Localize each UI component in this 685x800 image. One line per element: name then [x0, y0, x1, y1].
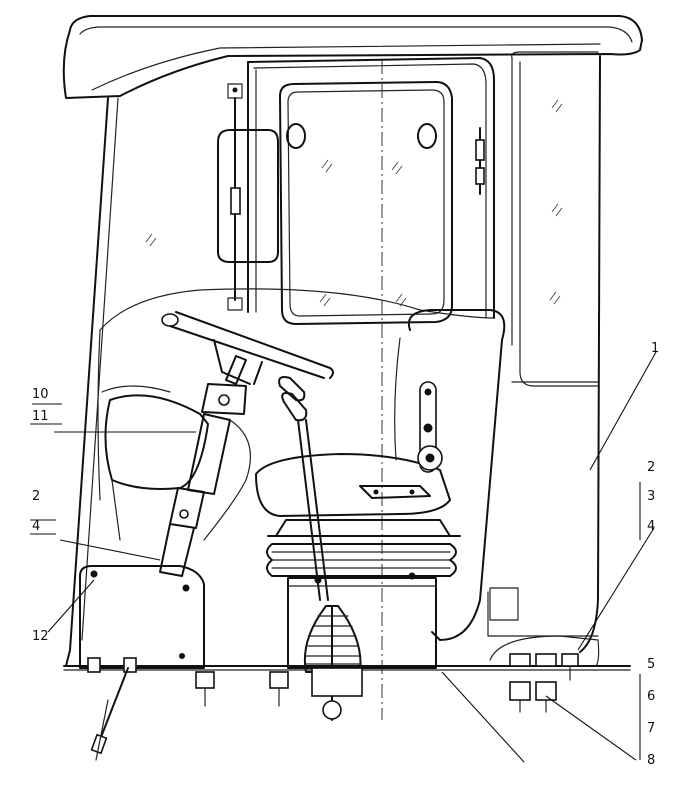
callout-label: 2: [32, 489, 40, 504]
door-frame: [247, 57, 495, 319]
cab-roof: [62, 15, 643, 99]
callout-label: 4: [32, 519, 40, 534]
seat-suspension: [266, 519, 461, 577]
door-hinge: [475, 127, 485, 195]
mount-bolts: [87, 653, 579, 761]
callout-label: 10: [32, 387, 49, 402]
callout-label: 8: [647, 753, 655, 768]
callout-label: 6: [647, 689, 655, 704]
control-levers: [278, 376, 329, 601]
steering-column: [159, 355, 252, 577]
callout-label: 7: [647, 721, 655, 736]
leader-lines: [30, 351, 657, 763]
steering-wheel: [161, 311, 334, 385]
door-window: [279, 81, 453, 325]
callout-label: 3: [647, 489, 655, 504]
side-window: [145, 99, 563, 305]
callout-label: 11: [32, 409, 49, 424]
rear-view-mirror: [217, 129, 279, 263]
callout-label: 4: [647, 519, 655, 534]
callout-label: 12: [32, 629, 49, 644]
cab-body: [65, 51, 601, 667]
callout-label: 2: [647, 460, 655, 475]
callout-label: 1: [651, 341, 659, 356]
callout-label: 5: [647, 657, 655, 672]
lower-console-box: [79, 565, 205, 669]
left-console: [101, 385, 209, 541]
callout-labels: 1 2 3 4 5 6 7 8 10 11 2 4 12: [32, 341, 659, 768]
dashboard-panel: [97, 288, 495, 501]
seat-base: [287, 572, 437, 669]
operator-seat: [255, 309, 506, 641]
door-strut: [227, 83, 243, 311]
